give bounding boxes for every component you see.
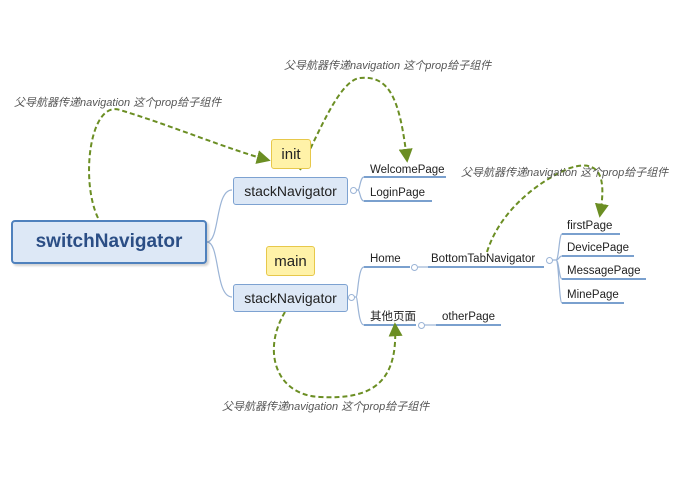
bottomtab-branch <box>552 233 563 304</box>
note-main: main <box>266 246 315 276</box>
root-to-stack-bottom-line <box>206 241 233 298</box>
leaf-otherpage-label: otherPage <box>442 311 496 323</box>
stack-navigator-bottom-label: stackNavigator <box>244 290 337 306</box>
leaf-home-label: Home <box>370 253 401 265</box>
leaf-home[interactable]: Home <box>370 252 401 266</box>
leaf-bottomtabnavigator[interactable]: BottomTabNavigator <box>431 252 535 266</box>
annotation-main-text: 父导航器传递navigation 这个prop给子组件 <box>222 401 430 413</box>
leaf-messagepage-label: MessagePage <box>567 265 641 277</box>
leaf-devicepage[interactable]: DevicePage <box>567 241 629 255</box>
leaf-bottomtabnavigator-label: BottomTabNavigator <box>431 253 536 265</box>
leaf-loginpage[interactable]: LoginPage <box>370 186 425 200</box>
root-to-stack-top-line <box>206 189 233 243</box>
collapse-icon[interactable] <box>411 264 418 271</box>
leaf-loginpage-label: LoginPage <box>370 187 425 199</box>
leaf-welcomepage[interactable]: WelcomePage <box>370 163 445 177</box>
leaf-firstpage-label: firstPage <box>567 220 613 232</box>
stack-navigator-top[interactable]: stackNavigator <box>233 177 348 205</box>
collapse-icon[interactable] <box>348 294 355 301</box>
stack-navigator-top-label: stackNavigator <box>244 183 337 199</box>
annotation-init: 父导航器传递navigation 这个prop给子组件 <box>284 59 491 73</box>
annotation-bottomtab: 父导航器传递navigation 这个prop给子组件 <box>461 166 668 180</box>
leaf-welcomepage-label: WelcomePage <box>370 164 445 176</box>
note-main-label: main <box>274 252 307 270</box>
arrow-root-to-init <box>88 108 271 219</box>
leaf-firstpage[interactable]: firstPage <box>567 219 612 233</box>
leaf-other-pages[interactable]: 其他页面 <box>370 310 416 324</box>
leaf-devicepage-label: DevicePage <box>567 242 630 254</box>
leaf-messagepage[interactable]: MessagePage <box>567 264 641 278</box>
annotation-root-text: 父导航器传递navigation 这个prop给子组件 <box>14 97 222 109</box>
note-init-label: init <box>281 145 301 163</box>
leaf-other-pages-label: 其他页面 <box>370 311 416 323</box>
leaf-minepage-label: MinePage <box>567 289 619 301</box>
arrow-init-to-welcome <box>299 76 413 171</box>
collapse-icon[interactable] <box>350 187 357 194</box>
note-init: init <box>271 139 311 169</box>
annotation-main: 父导航器传递navigation 这个prop给子组件 <box>222 400 429 414</box>
annotation-root: 父导航器传递navigation 这个prop给子组件 <box>14 96 221 110</box>
collapse-icon[interactable] <box>546 257 553 264</box>
stack-navigator-bottom[interactable]: stackNavigator <box>233 284 348 312</box>
collapse-icon[interactable] <box>418 322 425 329</box>
root-node-switchnavigator[interactable]: switchNavigator <box>11 220 207 264</box>
leaf-minepage[interactable]: MinePage <box>567 288 619 302</box>
arrow-main-to-other <box>272 311 403 399</box>
annotation-init-text: 父导航器传递navigation 这个prop给子组件 <box>284 60 492 72</box>
root-node-label: switchNavigator <box>35 231 183 252</box>
arrow-bottomtab-to-firstpage <box>486 164 609 253</box>
annotation-bottomtab-text: 父导航器传递navigation 这个prop给子组件 <box>461 167 669 179</box>
leaf-otherpage[interactable]: otherPage <box>442 310 495 324</box>
